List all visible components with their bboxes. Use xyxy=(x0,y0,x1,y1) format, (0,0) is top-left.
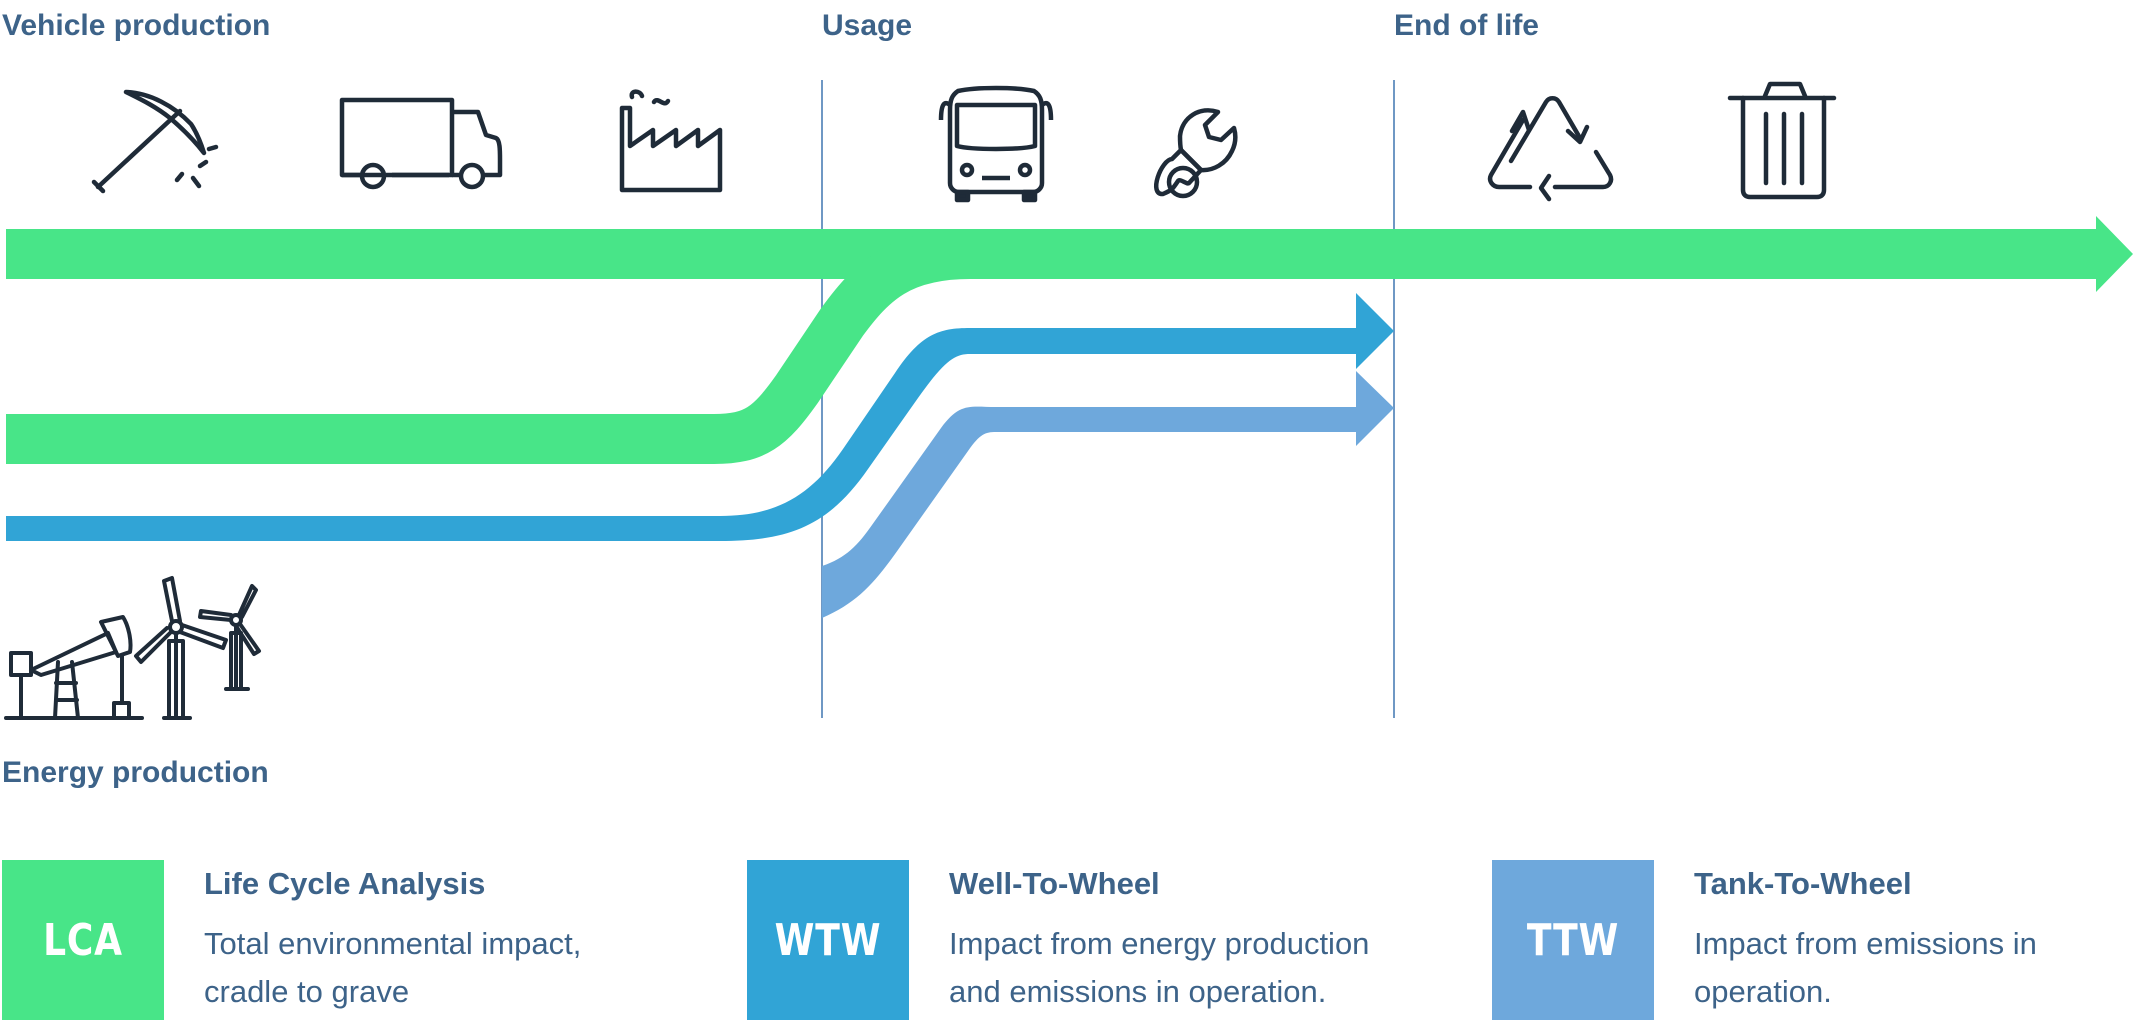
wtw-badge: WTW xyxy=(747,860,909,1020)
wtw-title: Well-To-Wheel xyxy=(949,866,1160,901)
stage-title-usage: Usage xyxy=(822,9,912,42)
lca-arrow-vehicle-flow xyxy=(6,216,2133,292)
lca-arrow-energy-flow xyxy=(6,229,1010,464)
ttw-badge-label: TTW xyxy=(1526,914,1620,966)
ttw-description: Impact from emissions in operation. xyxy=(1694,926,2037,1009)
factory-icon xyxy=(619,89,723,193)
lca-badge: LCA xyxy=(2,860,164,1020)
lca-description: Total environmental impact, cradle to gr… xyxy=(204,926,582,1009)
wtw-description: Impact from energy production and emissi… xyxy=(949,926,1370,1009)
stage-title-end-of-life: End of life xyxy=(1394,9,1539,42)
pickaxe-icon xyxy=(91,89,219,194)
ttw-title: Tank-To-Wheel xyxy=(1694,866,1912,901)
lca-badge-label: LCA xyxy=(43,914,123,966)
oil-pump-and-wind-turbines-icon xyxy=(4,576,261,720)
lca-title: Life Cycle Analysis xyxy=(204,866,486,901)
stage-title-energy-production: Energy production xyxy=(2,756,269,789)
stage-title-vehicle-production: Vehicle production xyxy=(2,9,270,42)
truck-icon xyxy=(339,97,503,190)
ttw-badge: TTW xyxy=(1492,860,1654,1020)
ttw-arrow xyxy=(822,371,1394,618)
bus-icon xyxy=(938,85,1054,203)
recycle-icon xyxy=(1487,96,1614,202)
wtw-badge-label: WTW xyxy=(774,914,882,966)
wtw-arrow xyxy=(6,293,1394,541)
wrench-icon xyxy=(1154,108,1238,199)
trash-can-icon xyxy=(1727,81,1837,200)
